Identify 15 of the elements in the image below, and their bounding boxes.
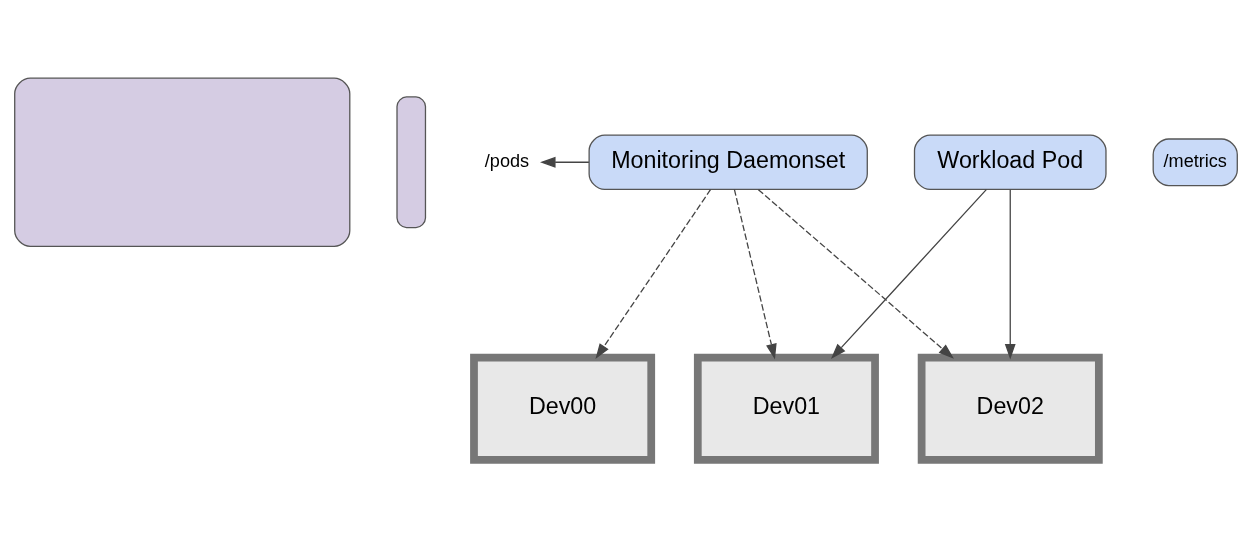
node-box: Dev00 bbox=[470, 353, 656, 464]
node-box: Workload Pod bbox=[913, 134, 1107, 191]
arrow bbox=[757, 189, 954, 359]
node-text: /pods bbox=[484, 151, 530, 172]
arrow bbox=[1004, 189, 1016, 360]
arrow bbox=[540, 156, 590, 168]
node-box: /metrics bbox=[1152, 138, 1238, 187]
node-box bbox=[14, 77, 351, 247]
arrow bbox=[830, 189, 987, 359]
node-box: Dev02 bbox=[917, 353, 1103, 464]
arrow bbox=[595, 189, 712, 360]
arrow bbox=[733, 189, 777, 360]
node-box: Monitoring Daemonset bbox=[588, 134, 868, 191]
node-box: Dev01 bbox=[693, 353, 879, 464]
node-box bbox=[396, 96, 427, 229]
